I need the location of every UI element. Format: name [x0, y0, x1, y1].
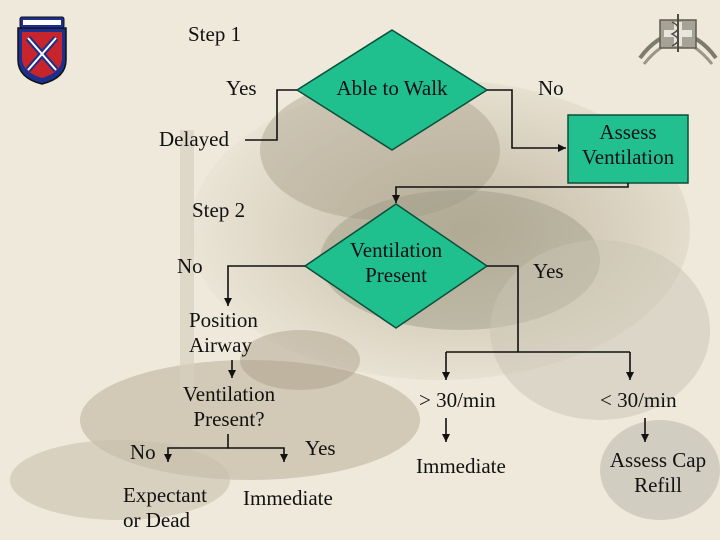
assess-cap-line1: Assess Cap — [609, 448, 707, 472]
able-to-walk-diamond — [295, 29, 489, 151]
combat-medic-badge — [638, 14, 718, 65]
yes-to-delayed-connector — [245, 89, 297, 141]
step1-no-label: No — [538, 76, 564, 100]
ventilation-present-line1: Ventilation — [349, 238, 443, 262]
assess-to-step2-connector — [395, 183, 629, 203]
expectant-line2: or Dead — [123, 508, 191, 533]
step2-heading: Step 2 — [192, 198, 246, 222]
yes-to-rate-connector — [487, 265, 519, 352]
assess-ventilation-label: Assess Ventilation — [581, 120, 675, 170]
recheck-line2: Present? — [193, 407, 265, 432]
delayed-label: Delayed — [159, 127, 229, 151]
step2-no-label: No — [177, 254, 203, 278]
ventilation-present-diamond — [303, 203, 489, 329]
step1-yes-label: Yes — [226, 76, 257, 100]
step2-yes-label: Yes — [533, 259, 564, 283]
ventilation-present-recheck-label: Ventilation Present? — [162, 382, 296, 432]
recheck-line1: Ventilation — [182, 382, 276, 406]
recheck-no-connector — [167, 434, 229, 462]
assess-ventilation-box — [567, 114, 689, 184]
rate-under-30-label: < 30/min — [600, 388, 677, 412]
expectant-or-dead-label: Expectant or Dead — [123, 483, 207, 533]
recheck-yes-connector — [228, 447, 285, 462]
ventilation-present-line2: Present — [365, 263, 427, 288]
step1-heading: Step 1 — [188, 22, 242, 46]
no-to-position-connector — [227, 265, 305, 306]
assess-cap-refill-label: Assess Cap Refill — [596, 448, 720, 498]
unit-patch-logo — [17, 16, 67, 85]
recheck-immediate-label: Immediate — [243, 486, 333, 510]
no-to-assess-connector — [487, 89, 566, 149]
immediate-label: Immediate — [416, 454, 506, 478]
expectant-line1: Expectant — [123, 483, 207, 507]
able-to-walk-label: Able to Walk — [336, 76, 448, 100]
recheck-no-label: No — [130, 440, 156, 464]
position-airway-line1: Position — [189, 308, 258, 332]
position-airway-line2: Airway — [189, 333, 252, 358]
ventilation-present-label: Ventilation Present — [326, 238, 466, 288]
recheck-yes-label: Yes — [305, 436, 336, 460]
rate-over-30-label: > 30/min — [419, 388, 496, 412]
assess-cap-line2: Refill — [634, 473, 682, 498]
position-airway-label: Position Airway — [189, 308, 258, 358]
